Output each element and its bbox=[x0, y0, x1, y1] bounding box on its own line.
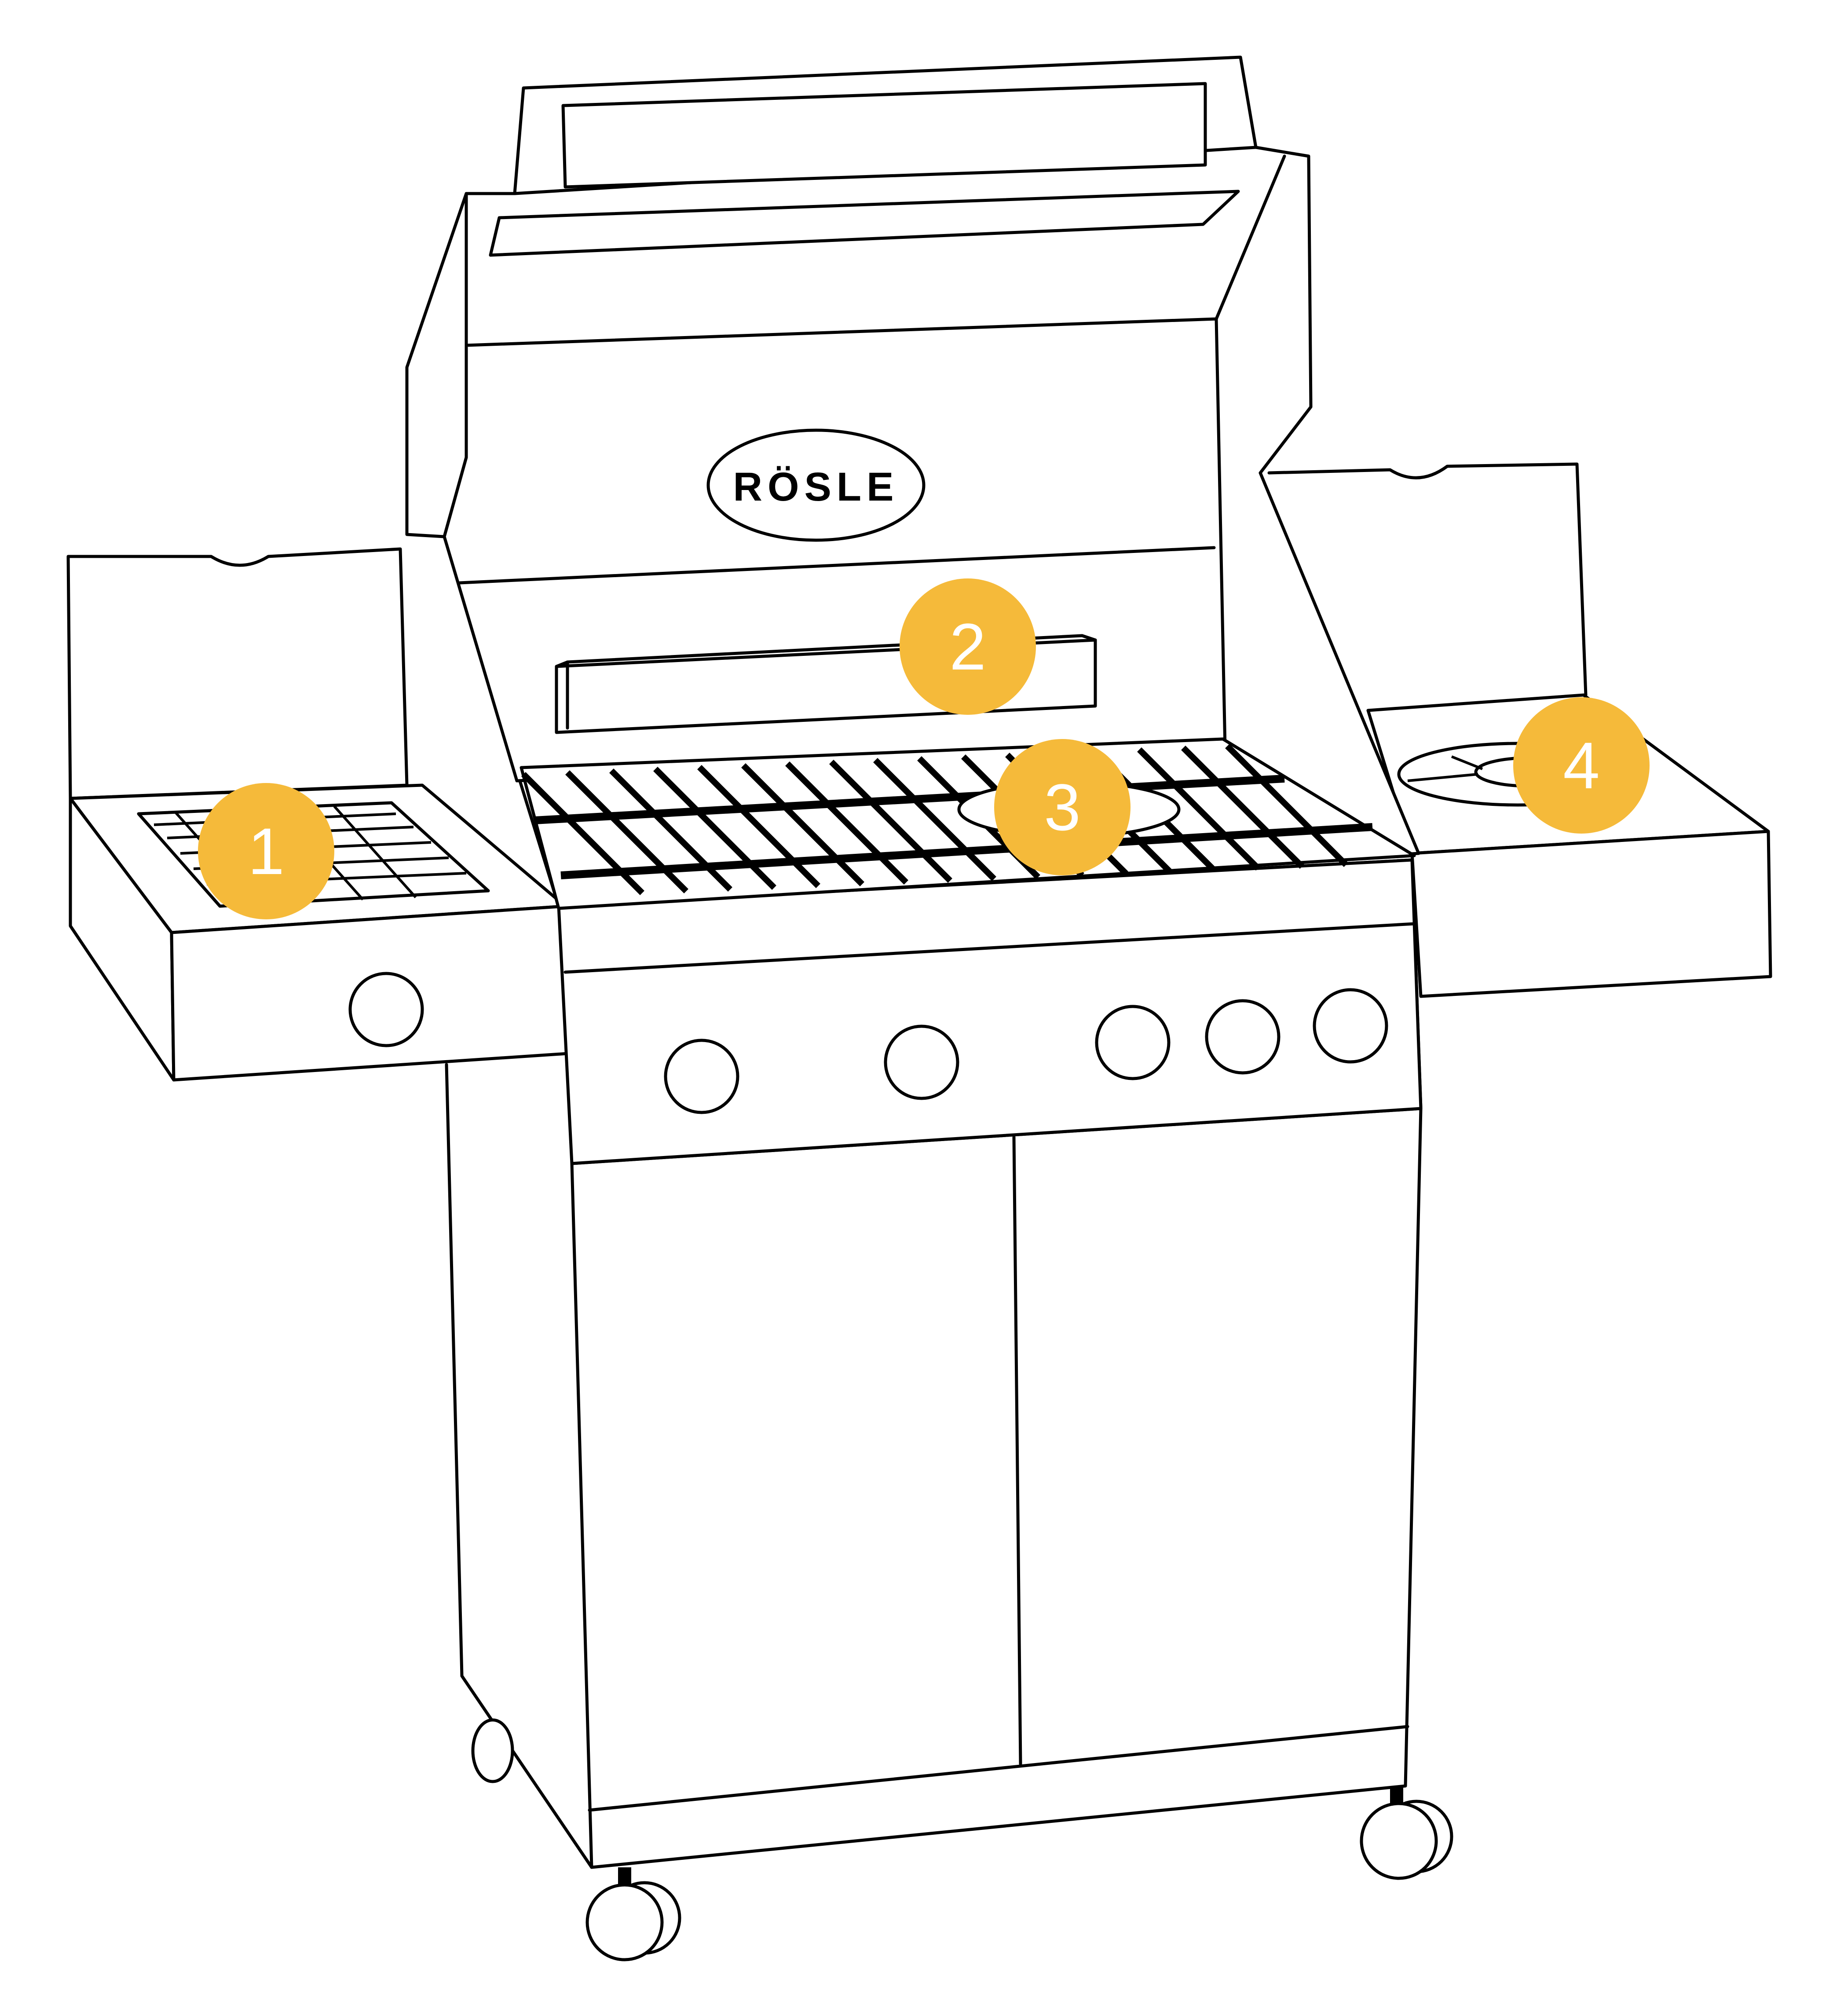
front-right-wheel bbox=[1360, 1802, 1438, 1880]
marker-2[interactable]: 2 bbox=[900, 578, 1036, 715]
grill-cart bbox=[445, 858, 1423, 1869]
burner-knob-1[interactable] bbox=[664, 1039, 739, 1114]
grate-bar bbox=[1137, 747, 1260, 871]
marker-4-circle[interactable] bbox=[1513, 697, 1650, 834]
grate-bar bbox=[1181, 746, 1304, 869]
burner-knob-2[interactable] bbox=[884, 1024, 959, 1100]
door-divider bbox=[1012, 1135, 1022, 1766]
control-panel bbox=[557, 858, 1423, 1165]
hood-handle-bar bbox=[489, 190, 1240, 257]
burner-knob-5[interactable] bbox=[1313, 988, 1388, 1064]
cart-left-side bbox=[445, 1063, 593, 1869]
hood-handle-window bbox=[561, 82, 1207, 189]
marker-3-circle[interactable] bbox=[994, 739, 1131, 875]
hood-right-edge bbox=[1215, 154, 1286, 321]
grate-bar bbox=[653, 767, 776, 890]
left-lid bbox=[66, 547, 409, 800]
brand-logo: RÖSLE bbox=[706, 428, 926, 542]
right-shelf-front bbox=[1410, 830, 1772, 998]
burner-knob-4[interactable] bbox=[1205, 999, 1281, 1075]
cart-bottom-trim bbox=[588, 1725, 1409, 1812]
grate-bar bbox=[1225, 744, 1348, 867]
rear-wheel bbox=[471, 1718, 514, 1783]
marker-3[interactable]: 3 bbox=[994, 739, 1131, 875]
front-left-wheel bbox=[585, 1883, 664, 1961]
brand-logo-text: RÖSLE bbox=[733, 465, 899, 509]
burner-knob-3[interactable] bbox=[1095, 1005, 1171, 1080]
grate-bar bbox=[873, 758, 996, 881]
grate-bar bbox=[829, 760, 952, 883]
marker-2-circle[interactable] bbox=[900, 578, 1036, 715]
marker-4-label: 4 bbox=[1563, 728, 1599, 802]
marker-4[interactable]: 4 bbox=[1513, 697, 1650, 834]
marker-3-label: 3 bbox=[1044, 770, 1080, 844]
right-lid bbox=[1267, 462, 1588, 712]
hood-lower-edge bbox=[458, 546, 1216, 585]
marker-1-label: 1 bbox=[248, 814, 284, 888]
grate-bar bbox=[785, 761, 908, 885]
cart-front bbox=[570, 1107, 1423, 1869]
hood-left-edge bbox=[405, 192, 468, 538]
grate-bar bbox=[697, 765, 820, 888]
marker-1[interactable]: 1 bbox=[198, 783, 334, 919]
left-side-burner-knob[interactable] bbox=[348, 972, 424, 1047]
grate-bar bbox=[741, 763, 864, 886]
marker-1-circle[interactable] bbox=[198, 783, 334, 919]
wheels bbox=[471, 1718, 1453, 1961]
marker-2-label: 2 bbox=[949, 610, 986, 684]
